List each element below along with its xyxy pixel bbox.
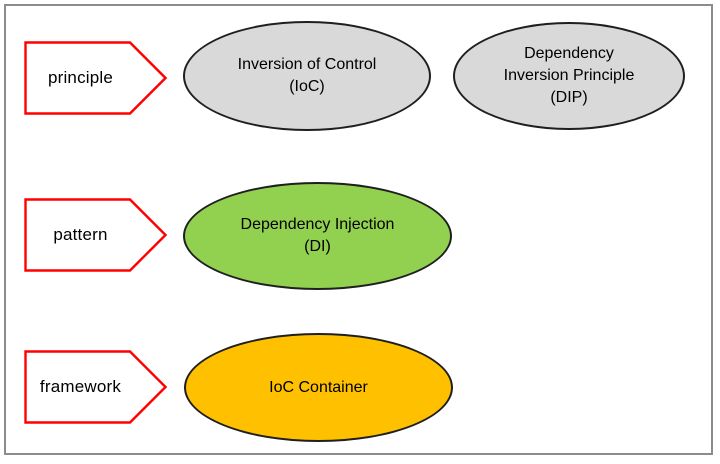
pentagon-arrow-shape [24, 350, 167, 424]
pentagon-arrow-shape [24, 198, 167, 272]
arrow-label-framework: framework [39, 377, 122, 396]
node-inversion-of-control: Inversion of Control (IoC) [183, 21, 431, 131]
arrow-tag-pattern: pattern [24, 198, 167, 272]
arrow-label-principle: principle [47, 68, 114, 87]
arrow-tag-framework: framework [24, 350, 167, 424]
pentagon-arrow-shape [24, 41, 167, 115]
arrow-label-pattern: pattern [53, 225, 108, 244]
node-dependency-inversion-principle: Dependency Inversion Principle (DIP) [453, 22, 685, 130]
pentagon-arrow-icon [24, 198, 167, 272]
pentagon-arrow-icon [24, 41, 167, 115]
pentagon-arrow-icon [24, 350, 167, 424]
node-ioc-container: IoC Container [184, 333, 453, 442]
arrow-tag-principle: principle [24, 41, 167, 115]
node-dependency-injection: Dependency Injection (DI) [183, 182, 452, 290]
